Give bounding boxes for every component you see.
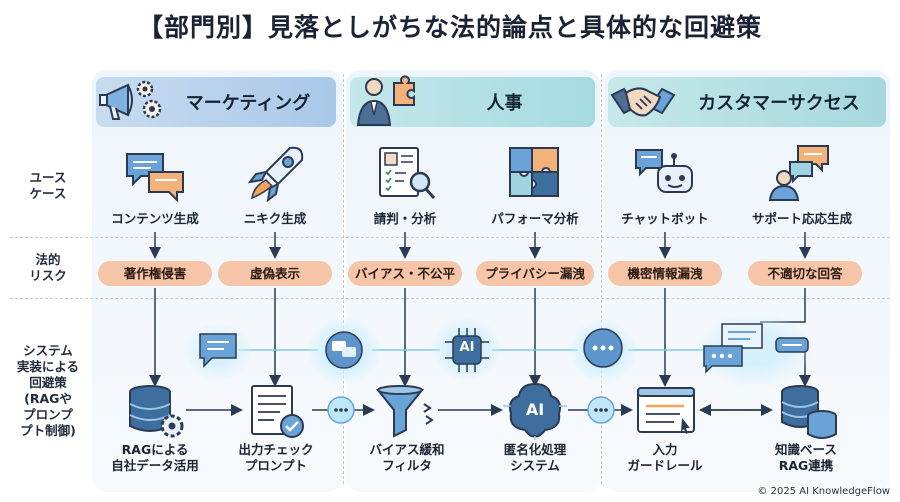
person-puzzle-icon (356, 75, 415, 126)
usecase-label: 請判・分析 (373, 211, 437, 226)
solution-label: 入力 ガードレール (627, 442, 703, 473)
megaphone-gear-icon (99, 80, 162, 120)
row-label-usecase: ユース ケース (29, 170, 67, 201)
puzzle-icon (509, 147, 559, 197)
ai-brain-icon (503, 382, 567, 440)
database-gear-icon (129, 385, 184, 438)
usecase-label: サポート応応生成 (751, 211, 852, 226)
solution-label: 匿名化処理 システム (503, 442, 567, 473)
handshake-icon (610, 87, 676, 117)
row-divider (10, 237, 890, 238)
risk-pill: 機密情報漏洩 (608, 261, 722, 286)
usecase-label: コンテンツ生成 (111, 211, 199, 226)
funnel-filter-icon (375, 385, 434, 438)
ai-brain-label: AI (525, 400, 545, 419)
header-title: カスタマーサクセス (698, 93, 860, 114)
chat-link-icon (587, 396, 615, 424)
risk-pill: 著作権侵害 (98, 261, 212, 286)
column-divider (601, 74, 602, 484)
chat-bubbles-icon (325, 331, 363, 369)
row-label-risk: 法的 リスク (29, 252, 67, 283)
resume-search-icon (379, 147, 436, 199)
rocket-icon (247, 146, 304, 202)
solution-label: RAGによる 自社データ活用 (111, 442, 199, 473)
row-label-system: システム 実装による 回避策 (RAGや プロンプ プト制御) (16, 343, 80, 438)
page-title: 【部門別】見落としがちな法的論点と具体的な回避策 (137, 13, 762, 42)
typing-bubble-icon (583, 328, 623, 368)
database-stack-icon (781, 385, 837, 439)
checklist-icon (251, 385, 304, 438)
support-person-icon (768, 145, 829, 201)
chat-link-icon (327, 396, 355, 424)
chat-bubble-icon (199, 333, 237, 368)
column-divider (343, 74, 344, 484)
chatbot-icon (635, 149, 693, 193)
row-divider (10, 298, 890, 299)
risk-pill: プライバシー漏洩 (476, 261, 594, 286)
header-marketing: マーケティング (96, 77, 336, 127)
risk-pill: 不適切な回答 (748, 261, 862, 286)
ai-chip-icon (445, 328, 489, 372)
usecase-label: チャットボット (621, 211, 709, 226)
copyright: © 2025 AI KnowledgeFlow (757, 486, 890, 497)
risk-pill: バイアス・不公平 (348, 261, 462, 286)
header-title: 人事 (486, 93, 523, 114)
solution-label: バイアス緩和 フィルタ (369, 442, 445, 473)
risk-pill: 虚偽表示 (218, 261, 332, 286)
header-hr: 人事 (350, 75, 595, 127)
header-title: マーケティング (185, 93, 311, 114)
solution-label: 知識ベース RAG連携 (775, 442, 837, 473)
solution-label: 出力チェック プロンプト (238, 442, 314, 473)
chat-cluster-icon (703, 323, 809, 374)
header-cs: カスタマーサクセス (608, 77, 886, 127)
ai-chip-label: AI (459, 340, 475, 355)
usecase-label: ニキク生成 (243, 211, 307, 226)
input-window-icon (637, 387, 695, 434)
chat-bubbles-icon (126, 153, 184, 203)
usecase-label: パフォーマ分析 (491, 211, 579, 226)
